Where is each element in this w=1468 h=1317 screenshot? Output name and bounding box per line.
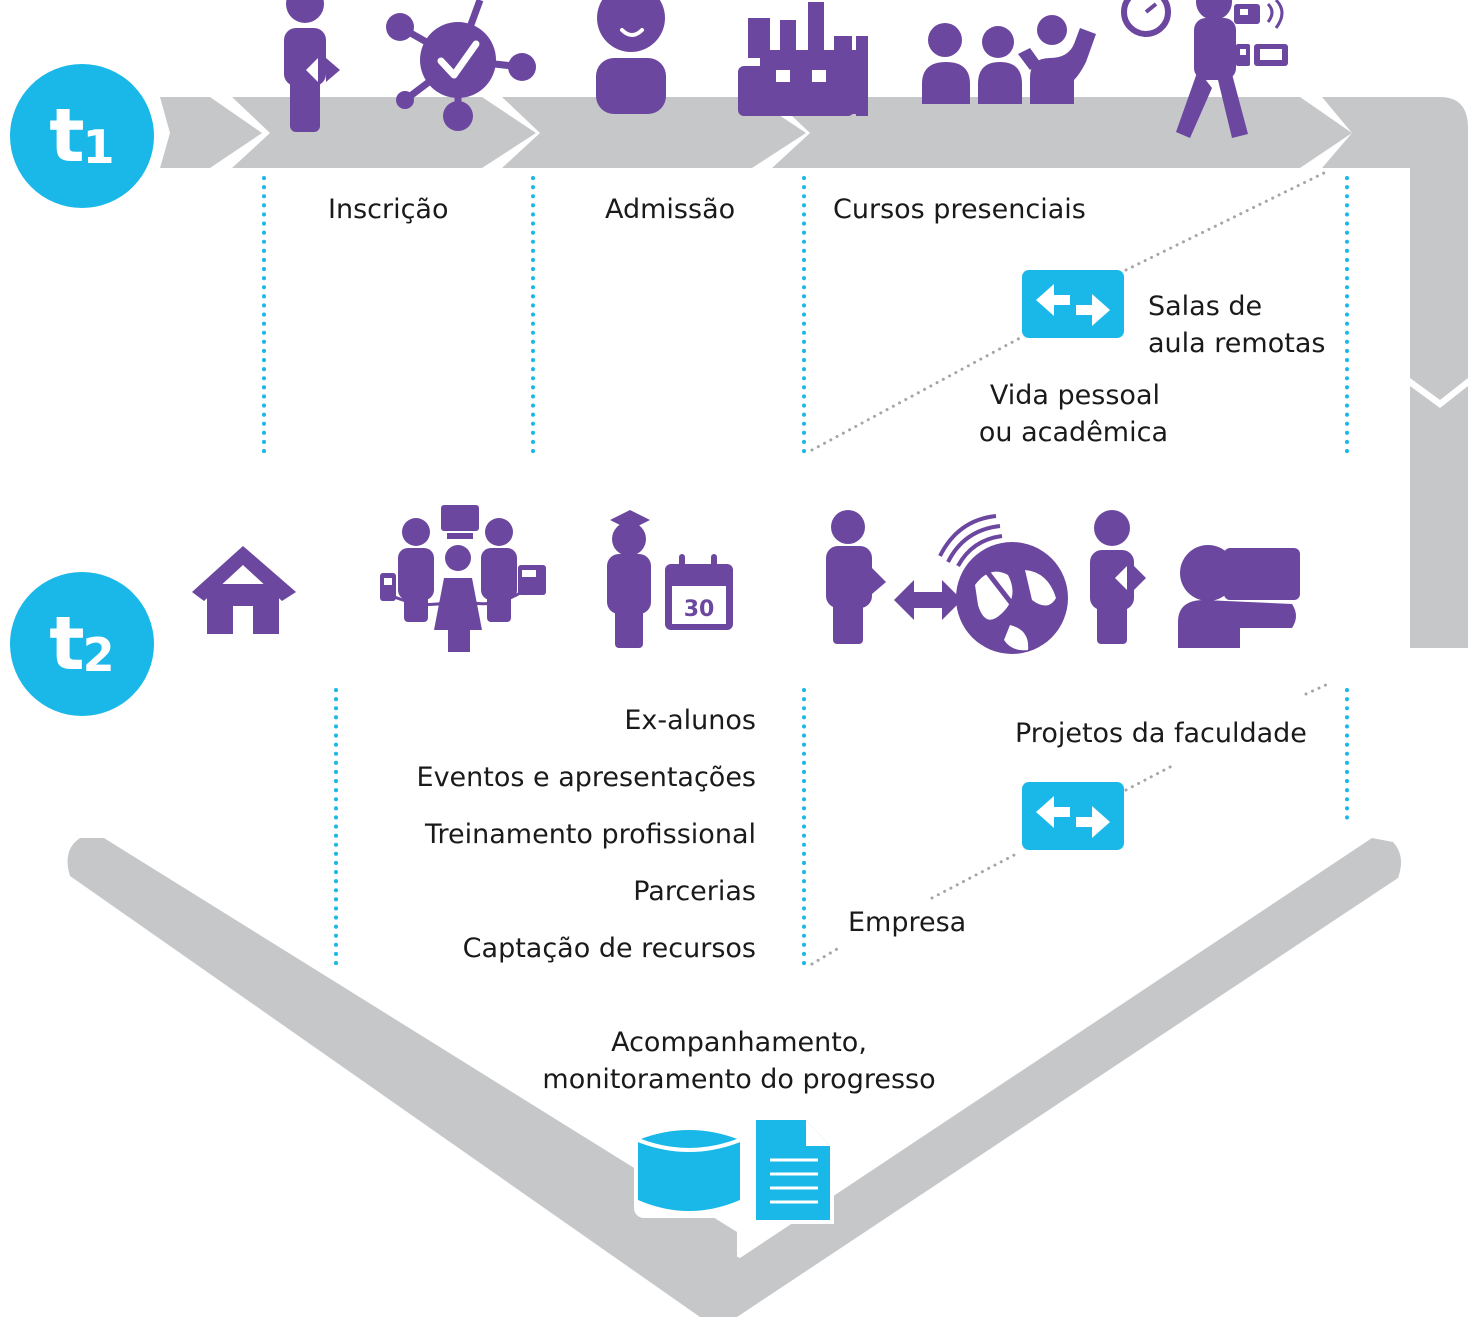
person-arrow-icon [1090,510,1146,644]
connector-line [1124,170,1328,272]
list-item: Captação de recursos [462,933,756,964]
exchange-arrows-icon [1022,270,1124,338]
person-arrow-icon [284,0,340,132]
walking-person-devices-icon [1121,0,1288,138]
connector-line [810,944,844,966]
list-item: Treinamento profissional [424,819,756,850]
stage-label-admissao: Admissão [605,194,736,225]
flow-right-down [1410,386,1468,648]
building-icon [738,2,868,116]
flow-v-right [700,838,1402,1317]
connector-line [1124,764,1174,792]
badge-number: 2 [82,628,115,682]
flow-chevron-1 [160,97,262,168]
database-icon [634,1122,744,1218]
network-check-icon [386,0,536,131]
stage-label-inscricao: Inscrição [328,194,449,225]
student-icon [596,0,666,114]
connector-line [930,850,1022,900]
flow-band [67,97,1468,1317]
label-empresa: Empresa [848,907,967,938]
networking-people-icon [380,505,546,652]
label-salas-line1: Salas de [1148,291,1263,322]
list-item: Parcerias [633,876,756,907]
presenter-board-icon [1178,545,1300,648]
badge-number: 1 [82,120,115,174]
flow-segment-2 [502,97,806,168]
flow-segment-3 [772,97,1352,168]
calendar-day: 30 [684,597,715,622]
home-icon [192,546,296,634]
list-item: Ex-alunos [624,705,756,736]
flow-segment-1 [232,97,536,168]
exchange-arrows-icon [1022,782,1124,850]
badge-letter: t [49,601,84,687]
stage-label-cursos: Cursos presenciais [833,194,1086,225]
badge-letter: t [49,93,84,179]
label-vida-line1: Vida pessoal [989,380,1160,411]
group-icon [922,15,1096,104]
label-salas-line2: aula remotas [1148,328,1326,359]
label-vida-line2: ou acadêmica [978,417,1168,448]
connectors [810,170,1330,966]
person-globe-exchange-icon [826,510,1068,654]
flow-corner-right [1322,97,1468,400]
label-acompanhamento-line1: Acompanhamento, [611,1027,867,1058]
dividers [262,176,1349,972]
connector-line [1304,682,1330,696]
flow-v-left [67,838,738,1317]
label-projetos: Projetos da faculdade [1015,718,1307,749]
graduate-calendar-icon [607,510,733,648]
document-icon [752,1116,834,1224]
list-item: Eventos e apresentações [416,762,756,793]
label-acompanhamento-line2: monitoramento do progresso [542,1064,936,1095]
